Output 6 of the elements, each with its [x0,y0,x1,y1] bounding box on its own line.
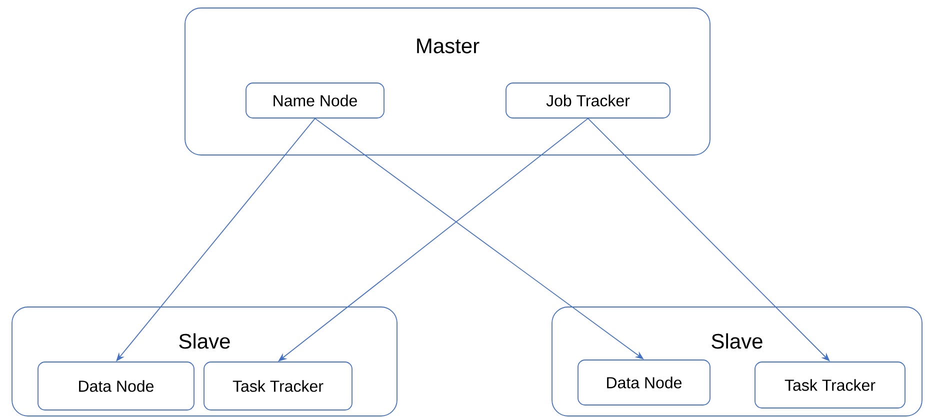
process-box: Task Tracker [754,362,906,408]
process-box: Name Node [246,82,384,118]
process-box: Task Tracker [204,362,352,410]
process-box: Data Node [578,360,710,406]
process-box: Job Tracker [506,82,670,118]
process-box: Data Node [38,362,194,410]
